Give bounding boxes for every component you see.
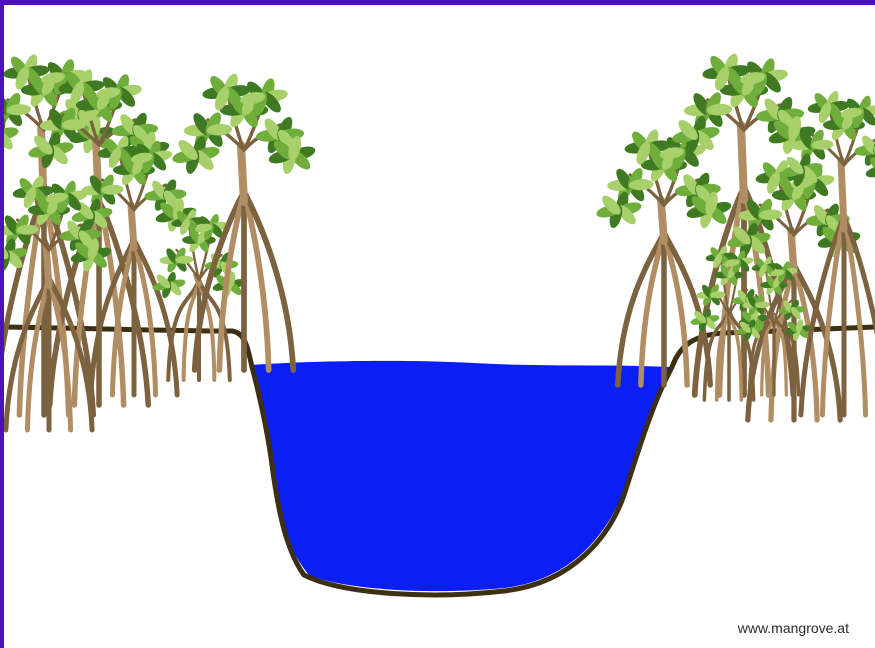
right-mangrove-grove — [595, 52, 875, 420]
website-credit: www.mangrove.at — [738, 620, 849, 636]
prop-roots — [195, 192, 294, 370]
channel-cross-section — [4, 5, 875, 648]
channel-water — [250, 361, 670, 591]
